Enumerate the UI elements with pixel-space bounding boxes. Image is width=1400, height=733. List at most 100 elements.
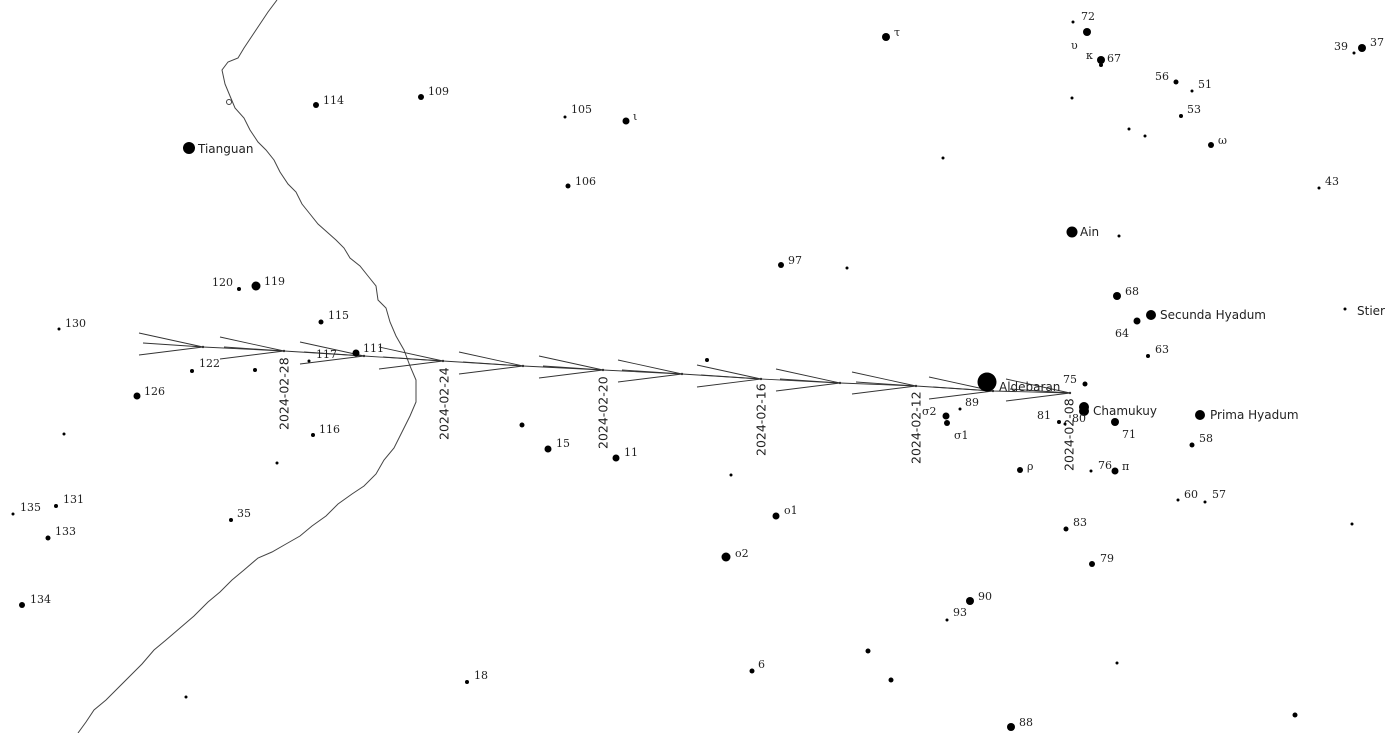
star: [1352, 51, 1356, 55]
star: [1117, 234, 1121, 238]
star: [465, 680, 469, 684]
star: [19, 602, 25, 608]
star-label: 109: [428, 85, 449, 98]
star: [311, 433, 315, 437]
star: [1358, 44, 1366, 52]
star: [1057, 420, 1061, 424]
star: [1111, 418, 1119, 426]
star: [778, 262, 784, 268]
comet-position-dot: [521, 364, 525, 368]
star: [183, 142, 195, 154]
named-star-label: Ain: [1080, 225, 1099, 239]
star: [1343, 307, 1347, 311]
star: [1017, 467, 1023, 473]
comet-position-dot: [680, 372, 684, 376]
star-label: 114: [323, 94, 344, 107]
star-label: 126: [144, 385, 165, 398]
star: [941, 156, 945, 160]
star: [1176, 498, 1180, 502]
comet-position-dot: [991, 389, 995, 393]
star: [944, 420, 950, 426]
comet-position-dot: [1068, 391, 1072, 395]
star: [313, 102, 319, 108]
star: [519, 422, 525, 428]
star: [1097, 56, 1105, 64]
star-label: σ1: [954, 429, 969, 442]
star: [307, 359, 311, 363]
star: [1190, 89, 1194, 93]
star-label: 90: [978, 590, 992, 603]
star: [1070, 96, 1074, 100]
star-label: 39: [1334, 40, 1348, 53]
named-star-label: Aldebaran: [999, 380, 1060, 394]
star-label: 133: [55, 525, 76, 538]
star-label: 11: [624, 446, 638, 459]
named-star-label: Stier: [1357, 304, 1385, 318]
date-label: 2024-02-28: [277, 357, 292, 430]
star-label: 93: [953, 606, 967, 619]
boundary-lines: [77, 0, 417, 733]
star: [966, 597, 974, 605]
star: [275, 461, 279, 465]
star-label: 56: [1155, 70, 1169, 83]
star-label: 71: [1122, 428, 1136, 441]
comet-position-dot: [362, 354, 366, 358]
star: [1071, 20, 1075, 24]
star-label: 18: [474, 669, 488, 682]
star-label: τ: [894, 26, 900, 39]
star-label: 57: [1212, 488, 1226, 501]
star: [1007, 723, 1015, 731]
star: [229, 518, 233, 522]
star-label: 53: [1187, 103, 1201, 116]
star: [721, 552, 731, 562]
star: [1203, 500, 1207, 504]
star: [1143, 134, 1147, 138]
date-label: 2024-02-20: [596, 376, 611, 449]
star-label: 131: [63, 493, 84, 506]
star-label: 111: [363, 342, 384, 355]
star-label: υ: [1071, 39, 1078, 52]
comet-position-dot: [282, 349, 286, 353]
star: [729, 473, 733, 477]
star: [622, 117, 630, 125]
star-label: 68: [1125, 285, 1139, 298]
star-label: 35: [237, 507, 251, 520]
star-label: 116: [319, 423, 340, 436]
star-label: π: [1122, 460, 1129, 473]
star: [1063, 422, 1067, 426]
star-label: ω: [1218, 134, 1227, 147]
star: [565, 183, 571, 189]
star-label: 89: [965, 396, 979, 409]
date-label: 2024-02-16: [754, 383, 769, 456]
named-star-label: Chamukuy: [1093, 404, 1157, 418]
comet-position-dot: [601, 368, 605, 372]
star-label: 51: [1198, 78, 1212, 91]
stars: [11, 20, 1366, 731]
star-label: κ: [1086, 49, 1093, 62]
star-label: 63: [1155, 343, 1169, 356]
star: [253, 368, 257, 372]
star: [888, 677, 894, 683]
star: [57, 327, 61, 331]
star: [184, 695, 188, 699]
comet-arrow-0: [138, 332, 204, 356]
star: [749, 668, 755, 674]
star: [1189, 442, 1195, 448]
star-label: 106: [575, 175, 596, 188]
star-label: 76: [1098, 459, 1112, 472]
comet-position-dot: [441, 359, 445, 363]
star: [190, 369, 194, 373]
star: [1082, 381, 1088, 387]
star: [612, 454, 620, 462]
star: [1115, 661, 1119, 665]
star-label: 80: [1072, 412, 1086, 425]
star-label: 58: [1199, 432, 1213, 445]
star-label: 6: [758, 658, 765, 671]
star: [1146, 310, 1156, 320]
star: [1195, 410, 1205, 420]
star: [845, 266, 849, 270]
star: [1111, 467, 1119, 475]
star-label: ι: [633, 110, 637, 123]
